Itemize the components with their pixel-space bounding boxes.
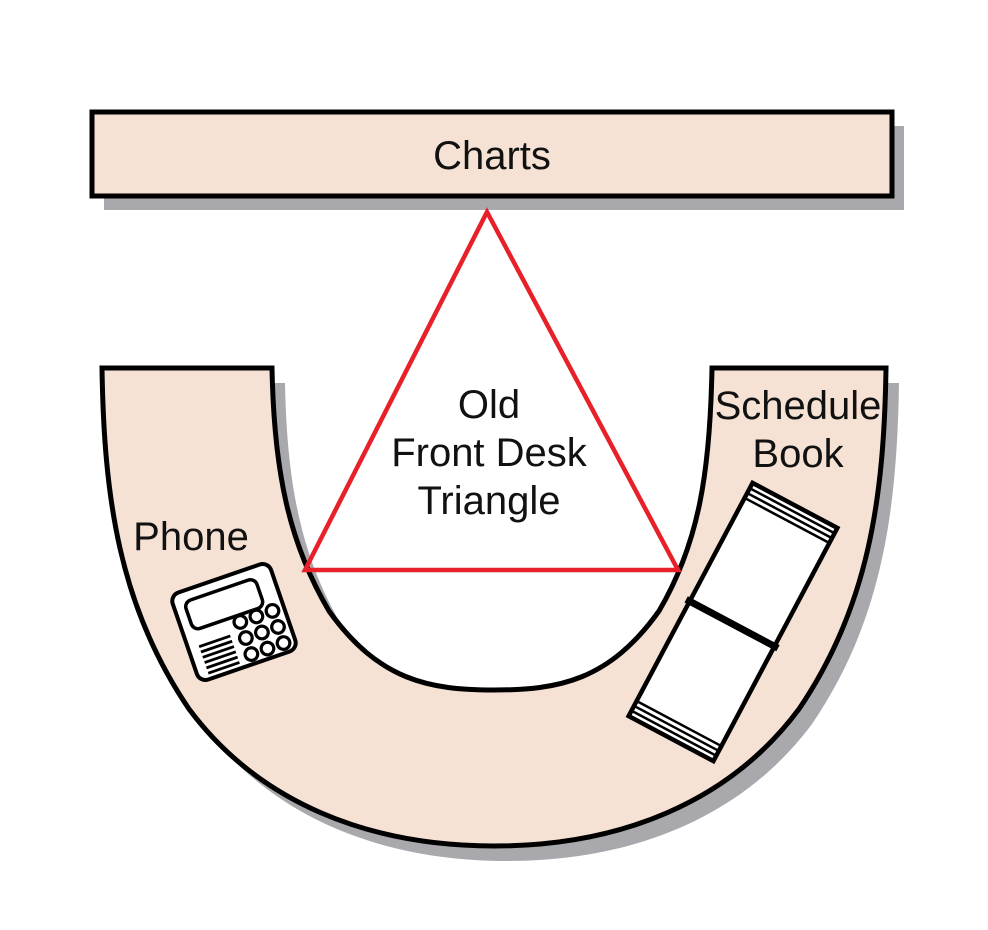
schedule-book-label-line1: Schedule	[715, 384, 882, 428]
open-book-icon	[625, 479, 841, 765]
phone-icon	[170, 562, 298, 682]
phone-label: Phone	[133, 515, 249, 559]
charts-label: Charts	[433, 134, 551, 178]
triangle-caption-line2: Front Desk	[391, 431, 588, 475]
book-bottom-page-edges	[630, 699, 722, 757]
book-top-page-edges	[744, 487, 836, 545]
book-spine	[684, 596, 780, 652]
charts-shelf: Charts	[89, 109, 895, 199]
schedule-book-label-line2: Book	[752, 432, 844, 476]
charts-shelf-box	[89, 109, 895, 199]
phone-keypad	[232, 602, 292, 662]
phone-station: Phone	[133, 515, 298, 682]
work-triangle-caption: Old Front Desk Triangle	[391, 383, 588, 523]
triangle-caption-line1: Old	[458, 383, 520, 427]
phone-speaker-lines	[198, 634, 240, 675]
work-triangle-outline	[301, 207, 682, 573]
schedule-book-station: Schedule Book	[625, 384, 882, 765]
triangle-caption-line3: Triangle	[417, 479, 560, 523]
phone-display	[183, 577, 265, 631]
